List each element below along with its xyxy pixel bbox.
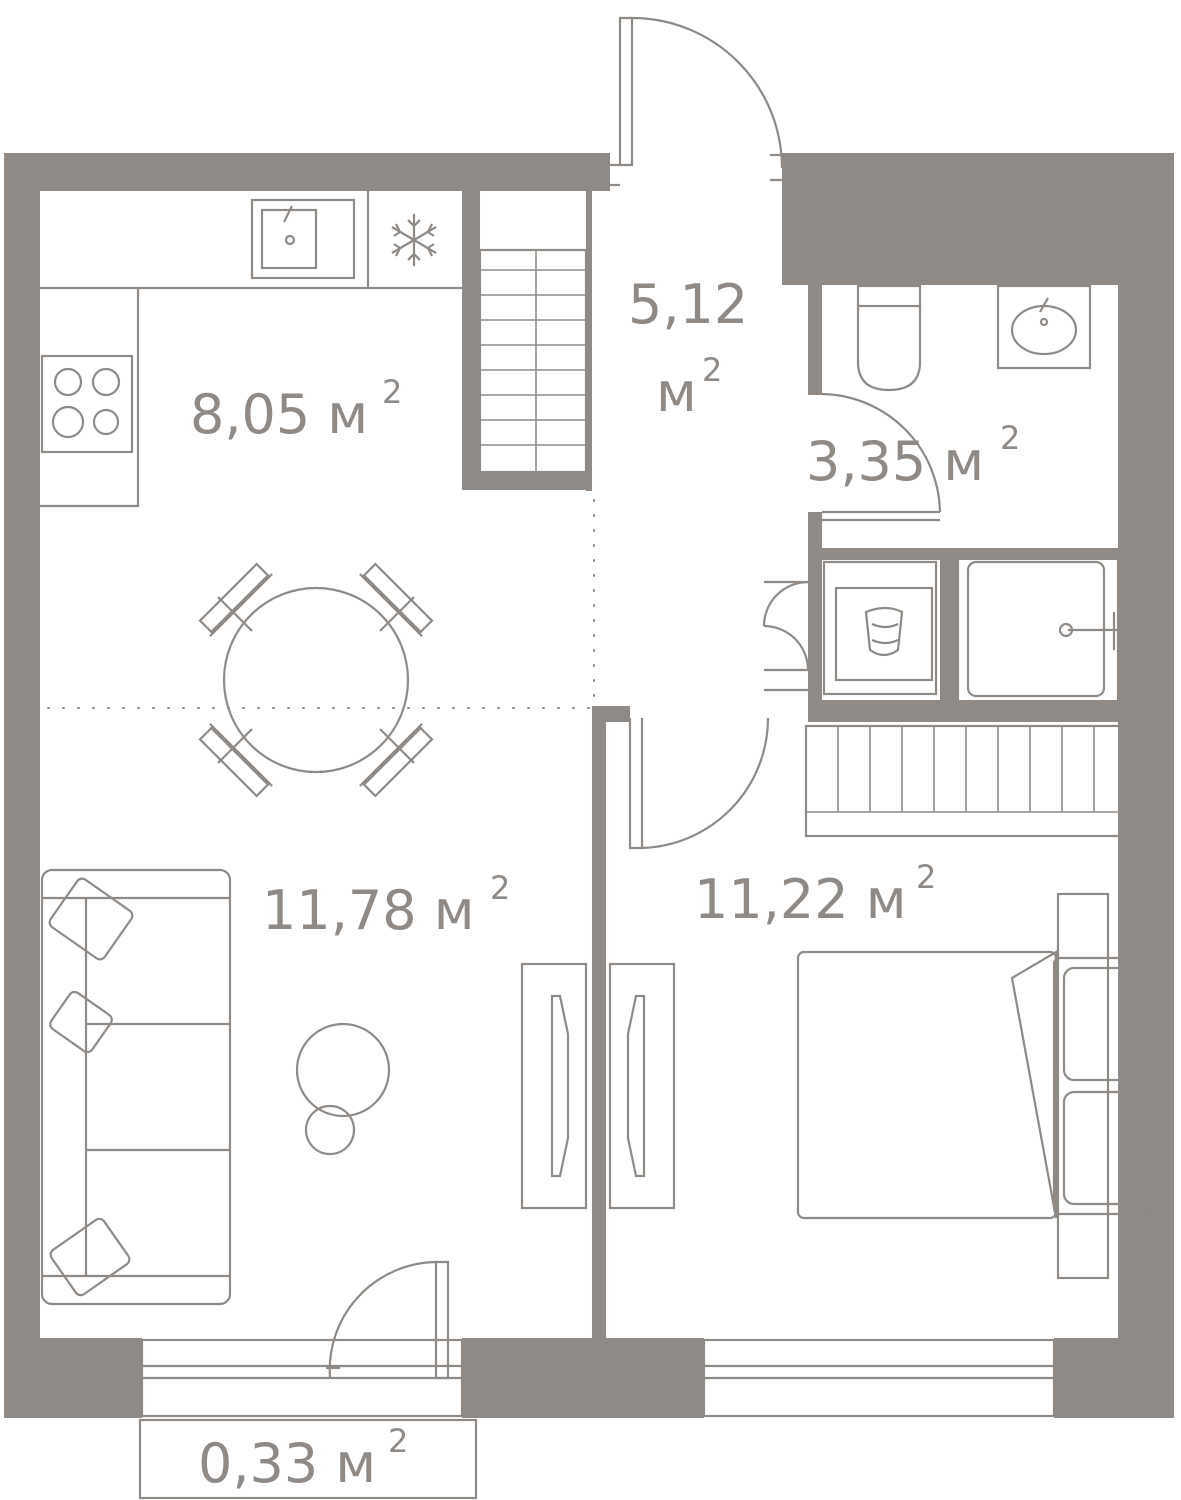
room-area-living: 11,78 м xyxy=(262,879,475,942)
bathroom-fixtures xyxy=(822,284,1120,708)
room-area-kitchen: 8,05 м xyxy=(190,383,368,446)
kitchen-furniture xyxy=(40,191,462,508)
walls xyxy=(4,153,1174,1418)
snowflake-icon xyxy=(391,214,437,266)
doors xyxy=(326,16,942,1380)
room-area-balcony: 0,33 м xyxy=(198,1432,376,1495)
room-area-kitchen-sup: 2 xyxy=(382,373,402,411)
toilet-icon xyxy=(856,284,922,392)
room-area-bathroom-sup: 2 xyxy=(1000,419,1020,457)
sofa xyxy=(40,868,232,1306)
room-area-balcony-sup: 2 xyxy=(388,1422,408,1460)
area-labels: 8,05 м 2 5,12 м 2 3,35 м 2 11,78 м 2 11,… xyxy=(190,273,1020,1495)
room-area-living-sup: 2 xyxy=(490,869,510,907)
room-area-hall-sup: 2 xyxy=(702,351,722,389)
bedroom-wardrobe xyxy=(804,724,1144,838)
shower-icon xyxy=(956,548,1120,708)
room-area-bedroom-sup: 2 xyxy=(916,858,936,896)
room-area-bathroom: 3,35 м xyxy=(806,430,984,493)
room-area-hall: 5,12 xyxy=(628,273,748,336)
windows xyxy=(138,1338,1056,1500)
hall-wardrobe xyxy=(478,248,588,474)
bed xyxy=(796,892,1146,1280)
dining-table xyxy=(198,562,434,798)
coffee-table xyxy=(295,1022,391,1156)
washing-machine-icon xyxy=(822,560,938,696)
tv-cabinets xyxy=(520,962,676,1210)
stove-icon xyxy=(40,354,134,454)
zone-dividers xyxy=(47,499,595,709)
washbasin-icon xyxy=(996,284,1092,370)
sink-icon xyxy=(250,198,356,280)
room-area-hall-unit: м xyxy=(656,361,697,424)
balcony-outline xyxy=(138,1418,478,1500)
room-area-bedroom: 11,22 м xyxy=(694,868,907,931)
